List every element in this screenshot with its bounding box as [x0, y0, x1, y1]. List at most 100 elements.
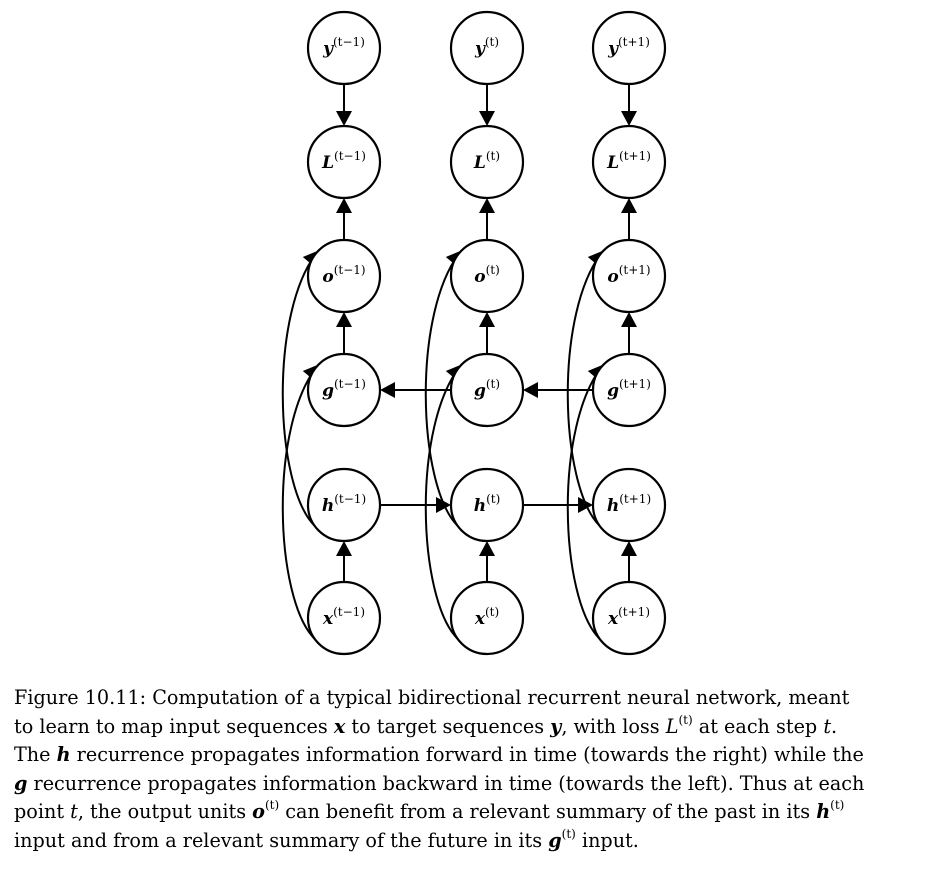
node-label: L(t−1): [321, 149, 366, 173]
node-label: o(t): [474, 263, 500, 287]
edge-y_cur-to-L_cur: [479, 84, 495, 126]
node-label-base: L: [606, 153, 619, 173]
node-label-superscript: (t+1): [619, 492, 651, 506]
node-label: x(t+1): [607, 605, 650, 629]
node-label-base: y: [607, 39, 619, 59]
var-g: g: [14, 771, 28, 795]
edge-g_next-to-g_cur: [523, 382, 593, 398]
nodes: y(t−1)y(t)y(t+1)L(t−1)L(t)L(t+1)o(t−1)o(…: [306, 10, 667, 656]
node-o-next: o(t+1): [591, 238, 667, 314]
arrowhead: [621, 198, 637, 213]
caption-line-4: g recurrence propagates information back…: [14, 770, 930, 799]
edge-o_next-to-L_next: [621, 198, 637, 240]
node-circle: [591, 580, 667, 656]
arrowhead: [336, 541, 352, 556]
caption-text: , with loss: [561, 714, 666, 738]
caption-line-5: point t, the output units o(t) can benef…: [14, 798, 930, 827]
node-label-superscript: (t+1): [618, 35, 650, 49]
caption-text: point: [14, 800, 71, 823]
node-label-base: x: [474, 609, 486, 629]
node-y-next: y(t+1): [591, 10, 667, 86]
edge-g_prev-to-o_prev: [336, 312, 352, 354]
node-label: y(t): [474, 35, 499, 59]
arrowhead: [621, 111, 637, 126]
node-h-cur: h(t): [449, 467, 525, 543]
node-label-base: h: [474, 496, 486, 516]
node-circle: [591, 124, 667, 200]
arrowhead: [621, 312, 637, 327]
node-label-superscript: (t+1): [619, 263, 651, 277]
var-t: t: [823, 714, 832, 738]
arrowhead: [336, 312, 352, 327]
superscript: (t): [830, 798, 845, 812]
node-x-next: x(t+1): [591, 580, 667, 656]
caption-line-6: input and from a relevant summary of the…: [14, 827, 930, 856]
var-x: x: [333, 714, 346, 738]
node-circle: [306, 580, 382, 656]
node-label-base: o: [607, 267, 618, 287]
caption-text: to learn to map input sequences: [14, 714, 334, 738]
edge-x_cur-to-h_cur: [479, 541, 495, 582]
node-label-superscript: (t−1): [334, 263, 366, 277]
node-label: L(t+1): [606, 149, 651, 173]
edge-y_next-to-L_next: [621, 84, 637, 126]
node-label-base: x: [322, 609, 334, 629]
node-label: o(t−1): [322, 263, 365, 287]
node-circle: [306, 352, 382, 428]
var-t: t: [70, 800, 78, 823]
node-h-prev: h(t−1): [306, 467, 382, 543]
node-label-superscript: (t): [486, 149, 500, 163]
node-label-superscript: (t): [486, 492, 500, 506]
node-circle: [449, 580, 525, 656]
arrowhead: [523, 382, 538, 398]
node-label-superscript: (t+1): [619, 377, 651, 391]
edge-h_prev-to-h_cur: [380, 497, 451, 513]
caption-text: can benefit from a relevant summary of t…: [279, 800, 817, 823]
edge-g_cur-to-g_prev: [380, 382, 451, 398]
node-label-superscript: (t−1): [334, 492, 366, 506]
node-g-prev: g(t−1): [306, 352, 382, 428]
node-label: x(t): [474, 605, 499, 629]
node-label: y(t−1): [322, 35, 365, 59]
var-h: h: [816, 800, 831, 823]
arrowhead: [380, 382, 395, 398]
node-label-base: x: [607, 609, 619, 629]
arrowhead: [479, 541, 495, 556]
node-label-superscript: (t−1): [333, 35, 365, 49]
edge-x_next-to-h_next: [621, 541, 637, 582]
figure-caption: Figure 10.11: Computation of a typical b…: [14, 684, 930, 855]
node-circle: [449, 124, 525, 200]
edge-curve: [424, 249, 463, 527]
edge-o_cur-to-L_cur: [479, 198, 495, 240]
node-label-base: h: [607, 496, 619, 516]
node-label-base: g: [607, 381, 619, 401]
node-label-base: o: [322, 267, 333, 287]
edge-h_cur-to-h_next: [523, 497, 593, 513]
caption-text: input and from a relevant summary of the…: [14, 828, 549, 852]
node-h-next: h(t+1): [591, 467, 667, 543]
node-o-prev: o(t−1): [306, 238, 382, 314]
node-label: o(t+1): [607, 263, 650, 287]
node-circle: [449, 238, 525, 314]
edge-curve: [566, 363, 605, 640]
arrowhead: [479, 111, 495, 126]
node-circle: [306, 467, 382, 543]
node-L-next: L(t+1): [591, 124, 667, 200]
node-x-cur: x(t): [449, 580, 525, 656]
node-circle: [449, 352, 525, 428]
superscript: (t): [561, 826, 576, 841]
arrowhead: [479, 312, 495, 327]
caption-line-2: to learn to map input sequences x to tar…: [14, 713, 930, 742]
node-label-base: g: [474, 381, 486, 401]
node-circle: [591, 352, 667, 428]
caption-line-3: The h recurrence propagates information …: [14, 741, 930, 770]
node-L-cur: L(t): [449, 124, 525, 200]
caption-text: to target sequences: [345, 714, 551, 738]
node-L-prev: L(t−1): [306, 124, 382, 200]
var-y: y: [550, 714, 562, 738]
arrowhead: [336, 111, 352, 126]
node-label-base: L: [473, 153, 486, 173]
edge-x_prev-to-h_prev: [336, 541, 352, 582]
edge-g_cur-to-o_cur: [479, 312, 495, 354]
node-label: h(t−1): [322, 492, 366, 516]
